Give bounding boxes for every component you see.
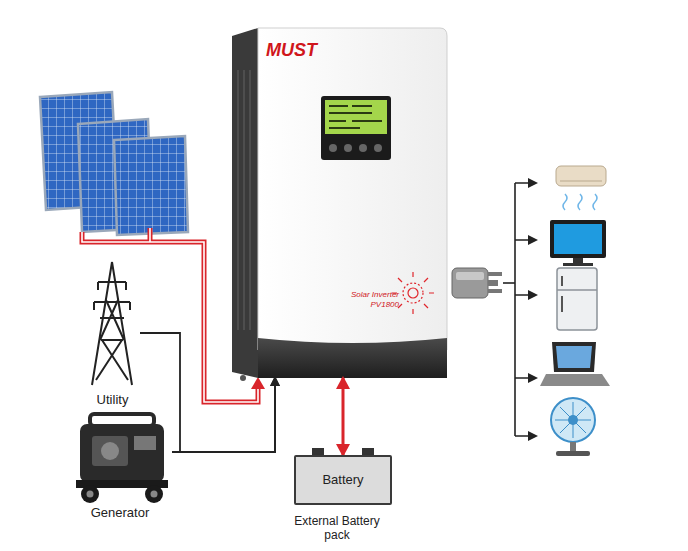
generator (151, 491, 158, 498)
generator (101, 442, 119, 460)
solar-wire (251, 377, 265, 389)
utility-tower (94, 282, 130, 310)
battery-caption: External Battery pack (290, 514, 384, 542)
source-label: Utility (75, 392, 150, 407)
load-arrowheads (528, 178, 538, 188)
battery-box: BatteryExternal Battery pack (294, 455, 392, 505)
plug (452, 268, 502, 298)
load-wires (515, 183, 530, 436)
lcd-panel (329, 144, 337, 152)
generator-source: Generator (68, 412, 172, 522)
inverter-housing (232, 28, 447, 381)
refrigerator (561, 276, 563, 312)
inverter-housing (240, 375, 246, 381)
battery-link (342, 378, 345, 455)
load-arrowheads (528, 178, 538, 441)
fan (555, 402, 591, 438)
generator (92, 436, 128, 466)
fan (568, 415, 578, 425)
source-label: Generator (68, 505, 172, 520)
solar-panels (40, 92, 188, 235)
generator (90, 414, 154, 426)
laptop (556, 346, 592, 368)
utility-tower (101, 339, 123, 341)
load-wires (514, 183, 516, 436)
generator (87, 491, 94, 498)
fan (556, 451, 590, 456)
lcd-panel (329, 106, 382, 128)
inverter-housing (258, 28, 447, 350)
sun-icon (403, 283, 423, 303)
fan (551, 398, 595, 456)
television (550, 220, 606, 266)
generator (81, 485, 99, 503)
fan (551, 398, 595, 442)
sun-icon (408, 288, 418, 298)
lcd-panel (359, 144, 367, 152)
television (573, 258, 583, 263)
utility-tower (96, 300, 128, 380)
load-wires (503, 183, 530, 436)
generator (80, 424, 164, 482)
solar-wire (82, 232, 258, 402)
plug (452, 268, 488, 298)
generator (76, 414, 168, 503)
model-label: PV1800 (310, 300, 399, 309)
air-conditioner (563, 194, 597, 210)
solar-panels (114, 136, 188, 235)
air-conditioner (556, 166, 606, 210)
air-conditioner (560, 181, 602, 182)
generator (145, 485, 163, 503)
solar-wire (148, 228, 153, 242)
lcd-panel (321, 96, 391, 160)
lcd-panel (325, 100, 387, 134)
battery-label: Battery (296, 472, 390, 487)
inverter-housing (232, 28, 258, 378)
plug (488, 272, 502, 276)
laptop (540, 374, 610, 386)
ac-input-line (140, 333, 275, 452)
laptop (552, 342, 596, 372)
plug (488, 280, 498, 286)
laptop (540, 342, 610, 386)
refrigerator (557, 268, 597, 330)
inverter-unit: MUST Solar InverterPV1800 (232, 28, 447, 378)
refrigerator (557, 268, 597, 330)
load-wires (503, 282, 515, 284)
load-arrowheads (528, 290, 538, 300)
utility-source: Utility (85, 262, 140, 408)
plug (488, 289, 502, 293)
solar-wire (149, 228, 151, 242)
lcd-panel (344, 144, 352, 152)
lcd-panel (374, 144, 382, 152)
brand-logo: MUST (266, 40, 356, 61)
load-arrowheads (528, 431, 538, 441)
television (550, 220, 606, 258)
television (563, 263, 593, 266)
inverter-housing (258, 338, 447, 378)
inverter-housing (238, 70, 250, 330)
lcd-panel (321, 96, 391, 160)
utility-tower (92, 262, 132, 385)
air-conditioner (556, 166, 606, 186)
refrigerator (557, 289, 597, 291)
fan (570, 442, 576, 452)
ac-input-line (172, 378, 275, 452)
load-arrowheads (528, 235, 538, 245)
utility-tower (92, 262, 132, 385)
solar-wire (82, 232, 258, 402)
generator (134, 436, 156, 450)
plug (456, 272, 484, 280)
model-label: Solar Inverter (310, 290, 399, 299)
television (554, 224, 602, 254)
load-arrowheads (528, 373, 538, 383)
